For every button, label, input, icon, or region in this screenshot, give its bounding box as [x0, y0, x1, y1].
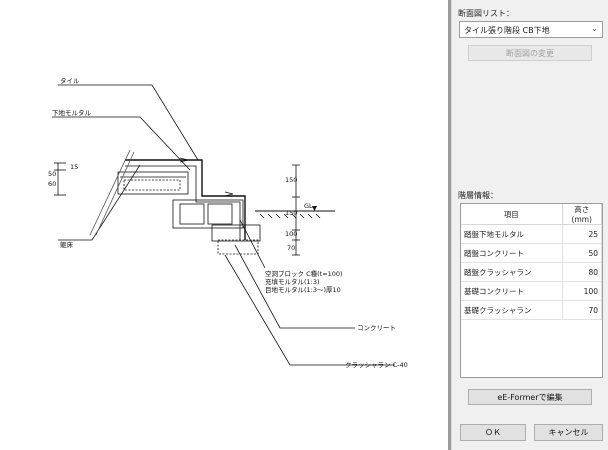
- cell-item: 基礎コンクリート: [461, 281, 563, 301]
- label-block-1: 空洞ブロック C種(t=100): [265, 269, 343, 278]
- cell-item: 踏盤クラッシャラン: [461, 262, 563, 282]
- leader-base-mortar: [52, 116, 191, 171]
- section-drawing: タイル 下地モルタル 躯床 空洞ブロック C種(t=100) 充填モルタル(1:…: [48, 76, 408, 369]
- dim-15: 15: [70, 163, 78, 171]
- table-row[interactable]: 踏盤コンクリート 50: [461, 243, 602, 263]
- cancel-button[interactable]: キャンセル: [534, 424, 603, 441]
- section-drawing-canvas[interactable]: タイル 下地モルタル 躯床 空洞ブロック C種(t=100) 充填モルタル(1:…: [0, 0, 448, 450]
- foundation-concrete: [211, 224, 261, 242]
- label-floor-slab: 躯床: [60, 240, 74, 249]
- foundation-crushed: [217, 239, 259, 255]
- label-block-3: 目地モルタル(1:3〜)厚10: [265, 285, 341, 294]
- dim-100: 100: [285, 230, 297, 238]
- dim-60: 60: [48, 180, 56, 188]
- chevron-down-icon[interactable]: ⌄: [591, 24, 598, 33]
- cell-item: 踏盤コンクリート: [461, 243, 563, 263]
- label-block-2: 充填モルタル(1:3): [265, 277, 320, 286]
- cell-height[interactable]: 25: [562, 224, 602, 244]
- layer-table: 項目 高さ(mm) 踏盤下地モルタル 25 踏盤コンクリート 50 踏盤クラッシ…: [460, 203, 603, 378]
- column-header-item[interactable]: 項目: [461, 204, 563, 225]
- label-base-mortar: 下地モルタル: [52, 108, 92, 117]
- cell-item: 踏盤下地モルタル: [461, 224, 563, 244]
- upper-tread: [117, 171, 189, 195]
- label-concrete: コンクリート: [357, 324, 396, 332]
- cell-height[interactable]: 80: [562, 262, 602, 282]
- leader-block: [239, 219, 266, 269]
- layer-info-label: 階層情報：: [458, 191, 498, 200]
- ok-button[interactable]: ＯＫ: [460, 424, 526, 441]
- label-gl: GL: [304, 202, 313, 210]
- label-tile: タイル: [60, 76, 80, 85]
- cell-height[interactable]: 70: [562, 300, 602, 320]
- dim-150-a: 150: [285, 176, 297, 184]
- cell-height[interactable]: 50: [562, 243, 602, 263]
- dim-150-b: 150: [285, 209, 297, 217]
- leader-floor: [58, 164, 141, 241]
- leader-tile: [58, 84, 199, 161]
- dim-70: 70: [287, 244, 295, 252]
- table-row[interactable]: 踏盤クラッシャラン 80: [461, 262, 602, 282]
- edit-in-eeformer-button[interactable]: eE-Formerで編集: [468, 389, 592, 405]
- lower-tread: [172, 199, 244, 229]
- table-row[interactable]: 基礎コンクリート 100: [461, 281, 602, 301]
- table-row[interactable]: 踏盤下地モルタル 25: [461, 224, 602, 244]
- panel-splitter[interactable]: [448, 0, 451, 450]
- section-list-label: 断面図リスト：: [458, 9, 514, 18]
- label-crushed: クラッシャラン C-40: [345, 361, 408, 369]
- section-select[interactable]: タイル張り階段 CB下地 ⌄: [459, 21, 603, 38]
- cell-height[interactable]: 100: [562, 281, 602, 301]
- section-select-value: タイル張り階段 CB下地: [464, 26, 550, 35]
- table-row[interactable]: 基礎クラッシャラン 70: [461, 300, 602, 320]
- leader-crushed: [224, 254, 395, 366]
- leader-concrete: [234, 244, 355, 329]
- dim-50: 50: [48, 170, 56, 178]
- table-header-row: 項目 高さ(mm): [461, 204, 602, 225]
- cell-item: 基礎クラッシャラン: [461, 300, 563, 320]
- settings-panel: 断面図リスト： タイル張り階段 CB下地 ⌄ 断面図の変更 階層情報： 項目 高…: [451, 0, 608, 450]
- change-section-button[interactable]: 断面図の変更: [468, 45, 592, 61]
- column-header-height[interactable]: 高さ(mm): [562, 204, 602, 225]
